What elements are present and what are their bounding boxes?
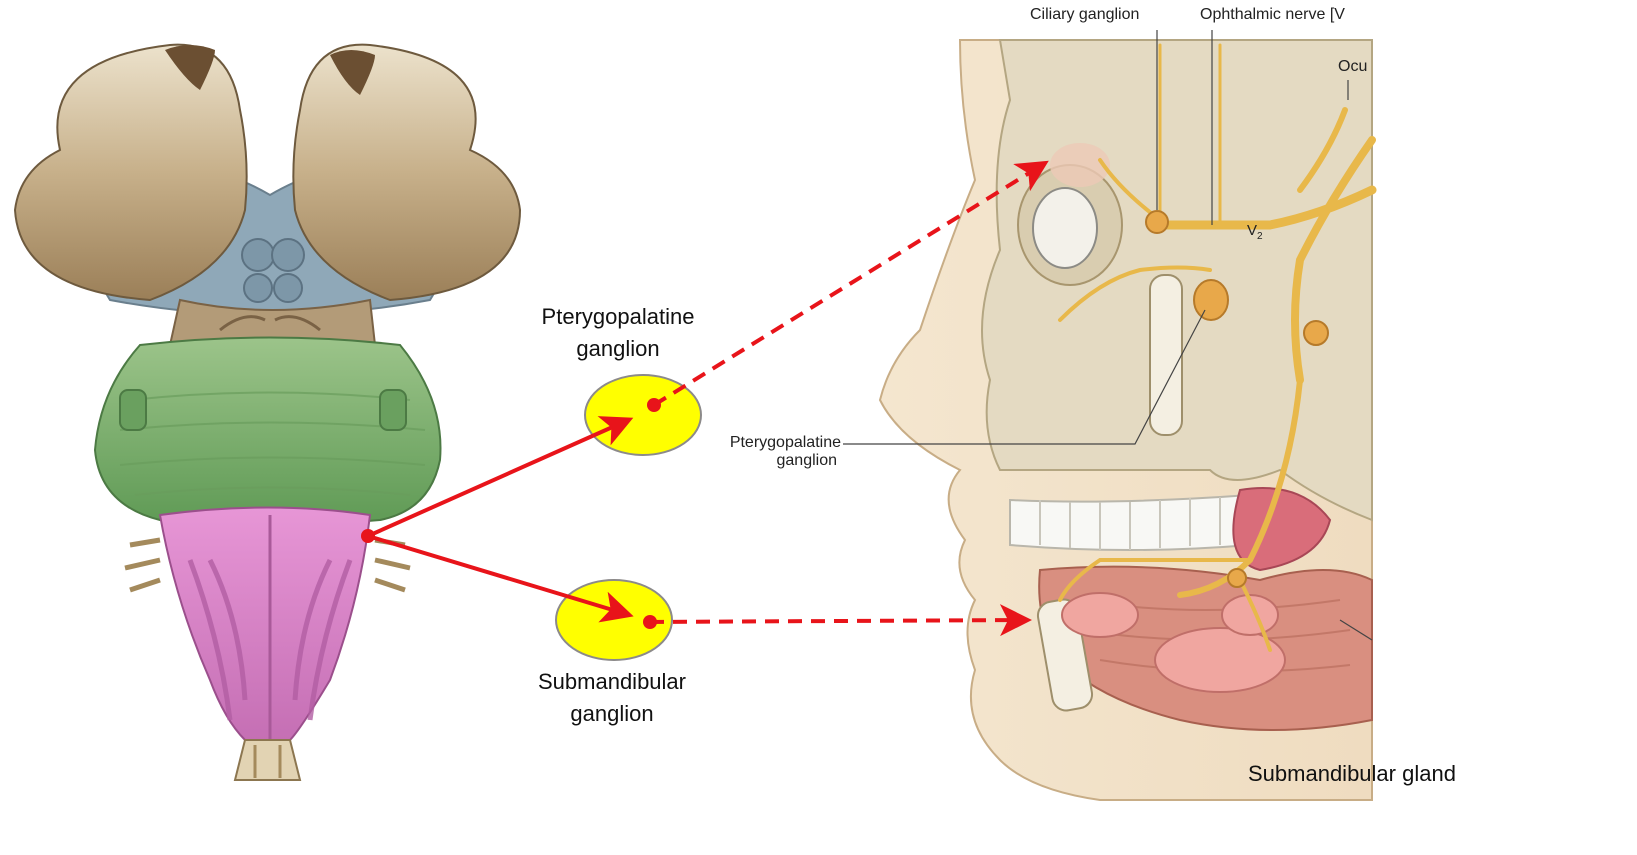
left-peduncle-cut <box>165 45 215 90</box>
left-cerebral-peduncle <box>13 43 248 302</box>
skull-pterygopalatine-line2: ganglion <box>776 452 838 469</box>
submandibular-ganglion-label: Submandibular ganglion <box>502 666 722 730</box>
pterygopalatine-label-line1: Pterygopalatine <box>541 304 695 329</box>
pons <box>93 336 442 526</box>
right-peduncle-cut <box>330 50 375 95</box>
pterygopalatine-label-line2: ganglion <box>576 336 660 361</box>
submandibular-label-line2: ganglion <box>570 701 654 726</box>
pathway-arrows <box>361 160 1049 637</box>
head-illustration <box>843 30 1377 801</box>
upper-teeth <box>1009 493 1251 551</box>
nerve-pathways <box>1058 43 1377 652</box>
submandibular-gland-label: Submandibular gland <box>1248 761 1456 786</box>
arrow-to-pterygopalatine <box>367 416 634 538</box>
inferior-colliculus-left <box>243 273 273 303</box>
eyeball <box>1032 187 1098 269</box>
skull-ciliary-ganglion <box>1145 210 1169 234</box>
dashed-arrow-to-gland <box>649 604 1032 637</box>
skull-pterygopalatine-line1: Pterygopalatine <box>729 434 841 451</box>
arrow-to-submandibular <box>367 534 634 623</box>
brainstem-illustration <box>13 43 522 781</box>
inferior-colliculus-right <box>273 273 303 303</box>
trigeminal-root-left <box>119 389 147 431</box>
lacrimal-gland <box>1050 143 1110 187</box>
leader-lines <box>843 30 1373 641</box>
right-cerebral-peduncle <box>292 43 522 302</box>
ophthalmic-nerve-label: Ophthalmic nerve [V <box>1200 6 1345 23</box>
v2-subscript: 2 <box>1257 231 1263 242</box>
skull-pterygopalatine-ganglion <box>1193 279 1229 321</box>
v2-label: V2 <box>1247 222 1263 242</box>
submandibular-gland <box>1154 627 1286 693</box>
superior-colliculus-right <box>271 238 305 272</box>
skull-submandibular-ganglion <box>1227 568 1247 588</box>
submandibular-label-line1: Submandibular <box>538 669 686 694</box>
medulla-oblongata <box>158 506 372 741</box>
superior-colliculus-left <box>241 238 275 272</box>
skull-otic-ganglion <box>1303 320 1329 346</box>
skull-pterygopalatine-label: Pterygopalatine ganglion <box>705 434 841 470</box>
dashed-arrow-to-lacrimal <box>652 160 1049 407</box>
sublingual-gland <box>1061 592 1139 638</box>
zygomatic-cut <box>1149 274 1183 436</box>
oculomotor-label-partial: Ocu <box>1338 58 1368 75</box>
v2-letter: V <box>1247 222 1258 239</box>
trigeminal-root-right <box>379 389 407 431</box>
submandibular-gland-deep <box>1221 594 1279 636</box>
ciliary-ganglion-label: Ciliary ganglion <box>1030 6 1140 23</box>
pterygopalatine-label: Pterygopalatine ganglion <box>508 301 728 365</box>
spinal-cord <box>233 739 302 781</box>
